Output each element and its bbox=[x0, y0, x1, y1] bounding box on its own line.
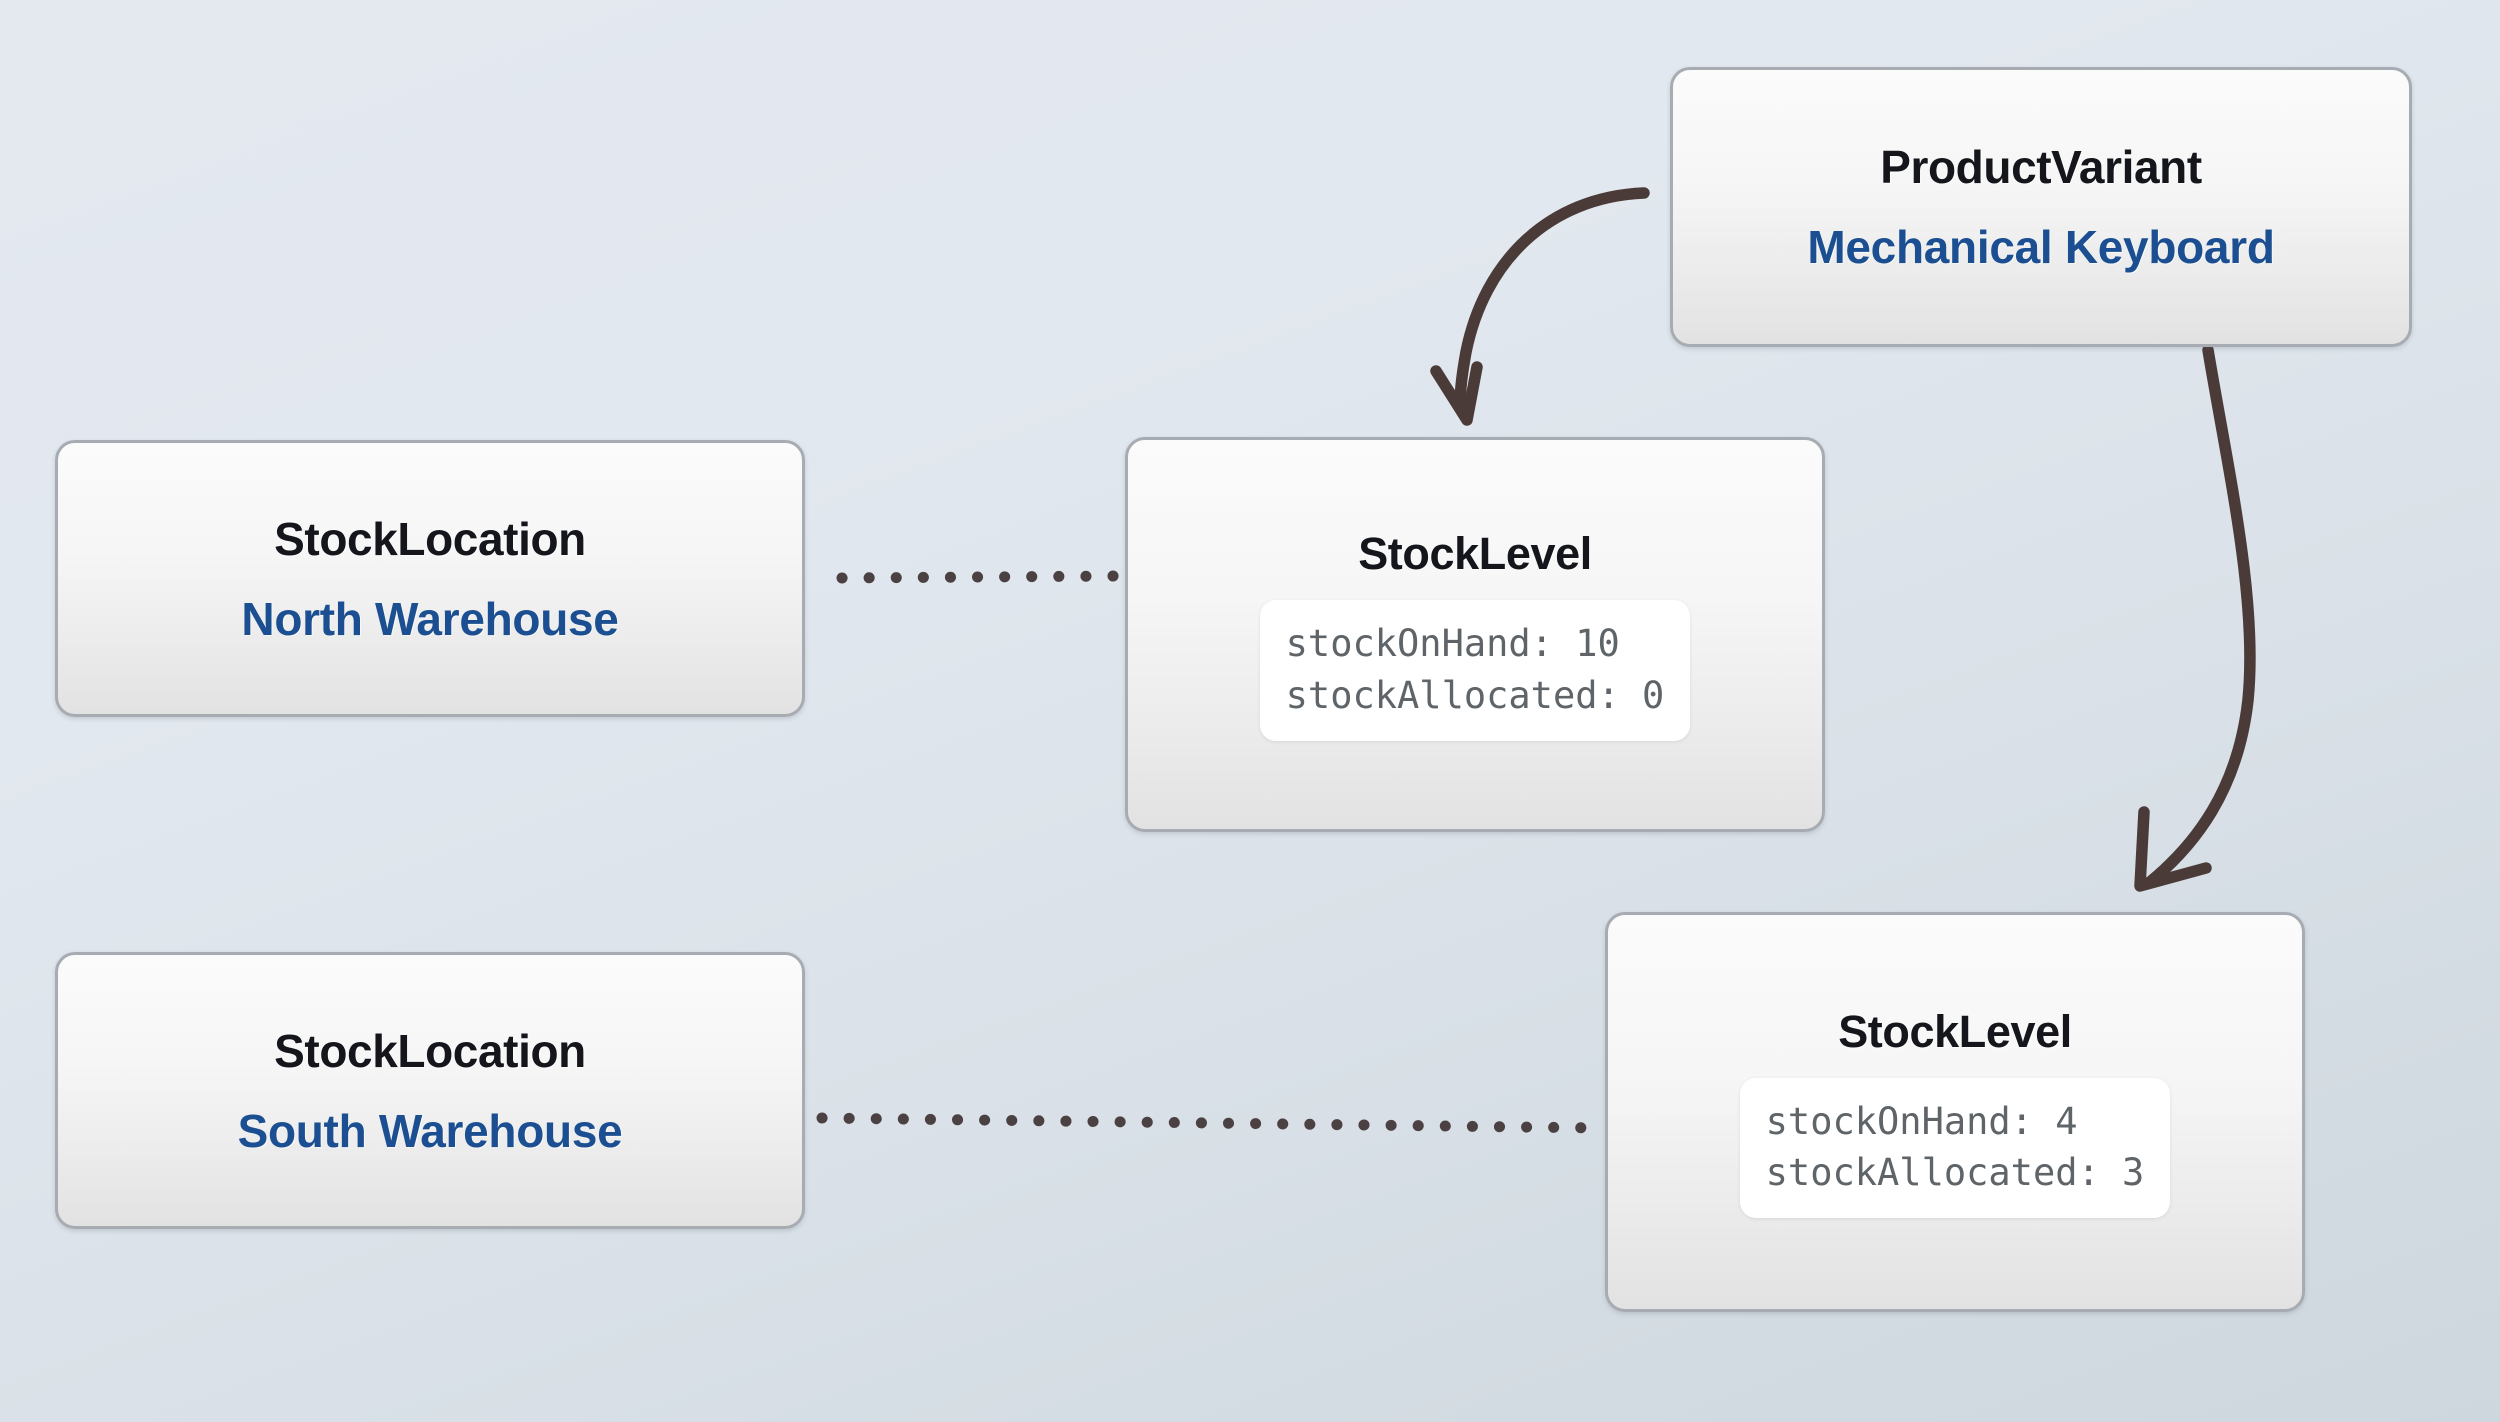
node-stock-location-north[interactable]: StockLocation North Warehouse bbox=[55, 440, 805, 717]
property-stock-on-hand: stockOnHand: 10 bbox=[1285, 622, 1620, 666]
node-name-label: North Warehouse bbox=[241, 592, 619, 645]
node-name-label: Mechanical Keyboard bbox=[1807, 221, 2275, 273]
node-type-label: StockLevel bbox=[1838, 1005, 2072, 1057]
node-stock-level-south[interactable]: StockLevel stockOnHand: 4 stockAllocated… bbox=[1605, 912, 2305, 1312]
node-stock-level-north[interactable]: StockLevel stockOnHand: 10 stockAllocate… bbox=[1125, 437, 1825, 832]
property-stock-allocated: stockAllocated: 0 bbox=[1285, 673, 1665, 717]
node-type-label: StockLocation bbox=[274, 512, 586, 565]
node-type-label: ProductVariant bbox=[1880, 141, 2202, 193]
node-type-label: StockLevel bbox=[1358, 528, 1592, 580]
stock-level-properties-panel: stockOnHand: 4 stockAllocated: 3 bbox=[1739, 1077, 2171, 1219]
node-product-variant[interactable]: ProductVariant Mechanical Keyboard bbox=[1670, 67, 2412, 347]
property-stock-allocated: stockAllocated: 3 bbox=[1765, 1151, 2145, 1194]
stock-level-properties-panel: stockOnHand: 10 stockAllocated: 0 bbox=[1259, 600, 1691, 741]
edge-location-north-to-level-north bbox=[836, 570, 1124, 584]
node-type-label: StockLocation bbox=[274, 1024, 586, 1077]
property-stock-on-hand: stockOnHand: 4 bbox=[1765, 1099, 2078, 1143]
edge-location-south-to-level-south bbox=[816, 1112, 1604, 1134]
edge-variant-to-level-south bbox=[2134, 344, 2256, 892]
edge-variant-to-level-north bbox=[1430, 187, 1650, 426]
node-name-label: South Warehouse bbox=[237, 1104, 623, 1157]
node-stock-location-south[interactable]: StockLocation South Warehouse bbox=[55, 952, 805, 1229]
